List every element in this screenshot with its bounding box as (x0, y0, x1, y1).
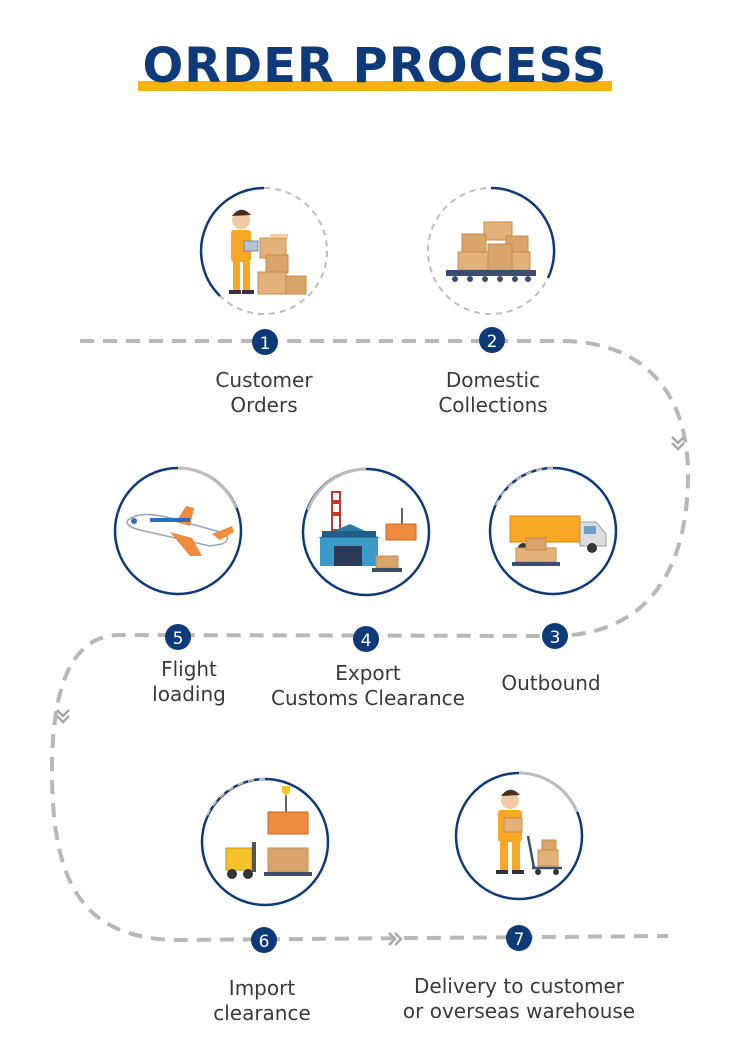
step-6-label-line-1: Import (228, 976, 296, 1000)
step-3-icon-circle (488, 466, 618, 596)
step-4-number-badge: 4 (353, 626, 379, 652)
step-4-label: Export Customs Clearance (271, 661, 465, 711)
step-1-label: Customer Orders (215, 368, 312, 418)
step-7-label-line-1: Delivery to customer (414, 974, 624, 998)
step-2-label-line-2: Collections (438, 393, 548, 417)
warehouse-icon (318, 491, 417, 572)
step-1-label-line-2: Orders (230, 393, 298, 417)
page-title: ORDER PROCESS (138, 38, 612, 94)
step-3-label-line-1: Outbound (501, 671, 601, 695)
step-5-number: 5 (173, 629, 184, 649)
flow-chevron-down-right (671, 436, 685, 451)
step-5-label: Flight loading (152, 657, 226, 707)
forklift-container-icon (225, 786, 312, 879)
step-4-label-line-2: Customs Clearance (271, 686, 465, 710)
step-3-number-badge: 3 (542, 623, 568, 649)
step-5-label-line-2: loading (152, 682, 226, 706)
step-7-label-line-2: or overseas warehouse (402, 999, 636, 1023)
step-6-label: Import clearance (213, 976, 311, 1026)
step-6-number-badge: 6 (251, 927, 277, 953)
step-5-icon-circle (113, 466, 243, 596)
step-7-icon-circle (454, 771, 584, 901)
step-2-label: Domestic Collections (438, 368, 547, 418)
step-3-label: Outbound (501, 671, 600, 696)
flow-chevron-right-bottom (388, 932, 403, 946)
step-1-number: 1 (260, 334, 271, 354)
flow-chevron-down-left (56, 709, 70, 724)
step-5-label-line-1: Flight (161, 657, 217, 681)
airplane-icon (126, 506, 234, 556)
boxes-on-conveyor-icon (446, 221, 536, 282)
delivery-truck-icon (509, 515, 607, 566)
step-6-label-line-2: clearance (213, 1001, 311, 1025)
step-2-number: 2 (487, 332, 498, 352)
step-1-icon-circle (199, 186, 328, 315)
step-1-number-badge: 1 (252, 329, 278, 355)
courier-with-cart-icon (496, 789, 562, 875)
step-4-label-line-1: Export (335, 661, 401, 685)
step-7-number-badge: 7 (506, 925, 532, 951)
worker-with-boxes-icon (229, 209, 307, 295)
title-wrapper: ORDER PROCESS (0, 38, 750, 94)
step-7-label: Delivery to customer or overseas warehou… (403, 974, 635, 1024)
step-1-label-line-1: Customer (215, 368, 313, 392)
step-6-icon-circle (200, 777, 330, 907)
step-2-label-line-1: Domestic (445, 368, 541, 392)
step-2-icon-circle (427, 186, 556, 315)
step-3-number: 3 (550, 628, 561, 648)
step-6-number: 6 (259, 932, 270, 952)
step-4-icon-circle (301, 467, 431, 597)
step-7-number: 7 (514, 930, 525, 950)
step-2-number-badge: 2 (479, 327, 505, 353)
step-5-number-badge: 5 (165, 624, 191, 650)
step-4-number: 4 (361, 631, 372, 651)
